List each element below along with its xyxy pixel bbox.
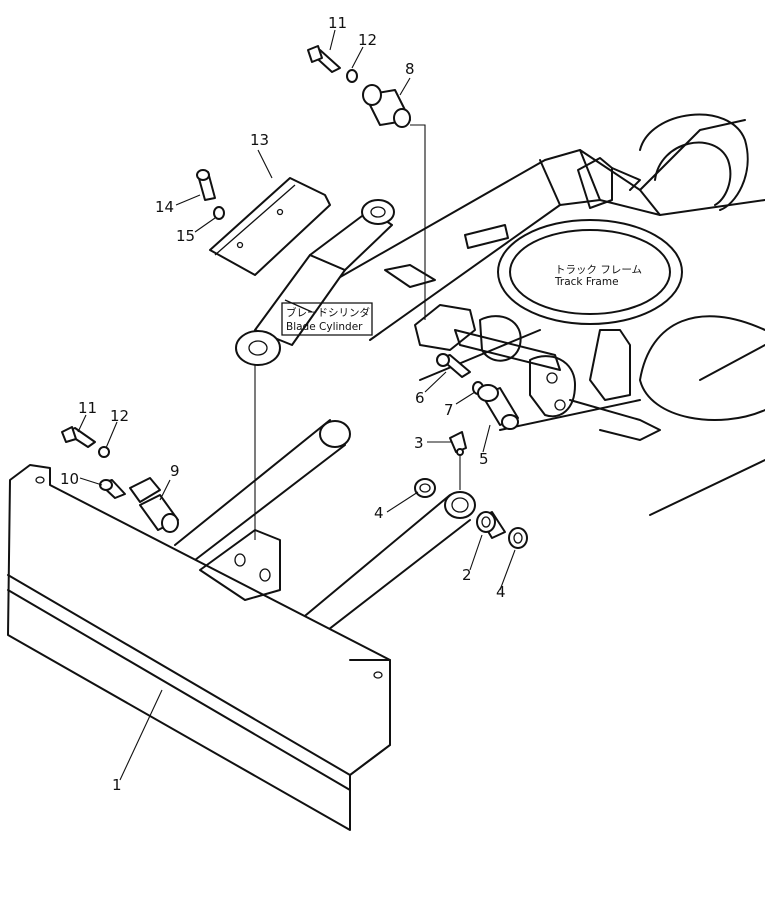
push-arms <box>174 419 476 641</box>
bolt-10 <box>99 479 126 499</box>
bolt-6 <box>436 353 471 378</box>
cover-plate <box>209 177 331 276</box>
alignment-lines <box>254 124 461 540</box>
track-frame-label-en: Track Frame <box>554 276 619 288</box>
label-11-left: 11 <box>78 399 97 417</box>
label-10: 10 <box>60 470 79 488</box>
bushing-2 <box>476 511 506 539</box>
washer-12-left <box>98 446 110 458</box>
pin-8 <box>362 84 411 128</box>
label-11-top: 11 <box>328 14 347 32</box>
bolt-14 <box>196 169 216 201</box>
label-15: 15 <box>176 227 195 245</box>
label-2: 2 <box>462 566 472 584</box>
washer-12-top <box>346 69 358 83</box>
label-1: 1 <box>112 776 122 794</box>
pin-9 <box>129 477 179 533</box>
label-12-top: 12 <box>358 31 377 49</box>
track-frame <box>299 113 765 516</box>
label-5: 5 <box>479 450 489 468</box>
label-13: 13 <box>250 131 269 149</box>
label-3: 3 <box>414 434 424 452</box>
track-frame-callout: トラック フレーム Track Frame <box>554 264 642 288</box>
track-frame-label-jp: トラック フレーム <box>555 264 642 276</box>
seal-4-right <box>508 527 528 549</box>
label-6: 6 <box>415 389 425 407</box>
label-8: 8 <box>405 60 415 78</box>
pin-5 <box>477 384 519 430</box>
label-7: 7 <box>444 401 454 419</box>
blade-cylinder-label-en: Blade Cylinder <box>286 321 363 333</box>
blade-cylinder <box>235 199 395 366</box>
dozer-blade <box>7 464 391 831</box>
seal-4-left <box>414 478 436 498</box>
label-14: 14 <box>155 198 174 216</box>
blade-cylinder-label-jp: ブレードシリンダ <box>286 306 370 319</box>
washer-15 <box>213 206 225 220</box>
small-parts <box>61 45 528 549</box>
bolt-11-top <box>307 45 341 73</box>
label-12-left: 12 <box>110 407 129 425</box>
bolt-11-left <box>61 426 96 448</box>
label-9: 9 <box>170 462 180 480</box>
label-4-right: 4 <box>496 583 506 601</box>
grease-fitting-3 <box>449 431 467 456</box>
label-4-left: 4 <box>374 504 384 522</box>
part-labels: 11 12 8 13 14 15 6 7 3 5 4 2 4 11 12 10 … <box>60 14 506 794</box>
blade-cylinder-callout: ブレードシリンダ Blade Cylinder <box>281 302 373 336</box>
leader-lines <box>77 29 516 781</box>
